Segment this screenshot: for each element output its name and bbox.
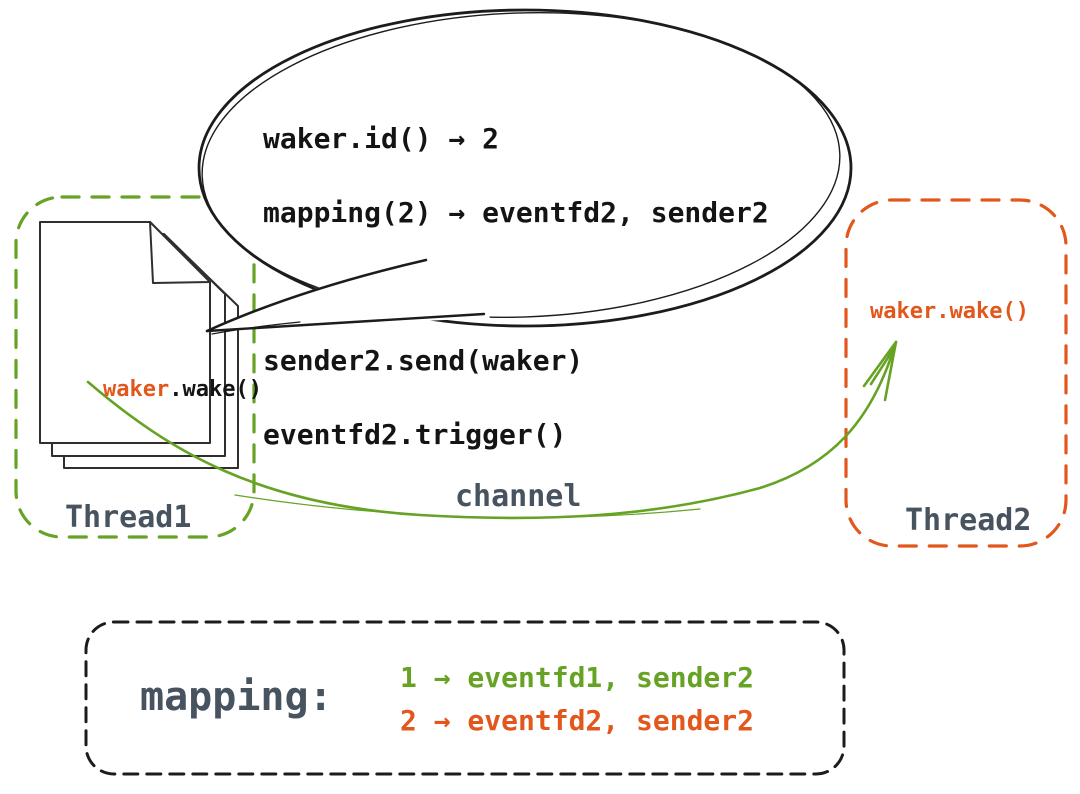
- bubble-code-block: waker.id() → 2 mapping(2) → eventfd2, se…: [263, 83, 769, 491]
- bubble-code-line-4: eventfd2.trigger(): [263, 418, 567, 451]
- channel-curve-sketch: [234, 494, 701, 519]
- mapping-entry-2: 2 → eventfd2, sender2: [400, 704, 755, 737]
- bubble-code-line-blank: [263, 269, 769, 305]
- thread1-code-wake: .wake(): [169, 377, 262, 402]
- document-stack: [39, 221, 239, 469]
- bubble-code-line-3: sender2.send(waker): [263, 344, 584, 377]
- thread2-label: Thread2: [905, 503, 1032, 538]
- document-fold-icon: [149, 221, 211, 284]
- channel-label: channel: [455, 479, 582, 514]
- thread2-box: [844, 198, 1068, 548]
- thread1-code-waker: waker: [102, 377, 170, 402]
- channel-arrow: [86, 340, 898, 520]
- speech-bubble-body: [197, 8, 853, 328]
- speech-bubble-tail-fill: [207, 258, 490, 331]
- speech-bubble-tail-top-line: [205, 258, 428, 333]
- speech-bubble-tail-tip-sketch: [211, 321, 301, 335]
- mapping-label: mapping:: [140, 674, 333, 720]
- bubble-code-line-1: waker.id() → 2: [263, 122, 500, 155]
- bubble-code-line-2: mapping(2) → eventfd2, sender2: [263, 196, 769, 229]
- thread1-code: waker.wake(): [50, 352, 262, 427]
- speech-bubble-sketch: [201, 11, 841, 319]
- channel-arrowhead-icon: [862, 340, 898, 402]
- mapping-entry-1: 1 → eventfd1, sender2: [400, 661, 755, 694]
- thread2-code: waker.wake(): [870, 299, 1029, 324]
- thread1-box: [14, 195, 256, 539]
- mapping-box: [84, 620, 846, 776]
- speech-bubble: [197, 8, 853, 335]
- thread1-label: Thread1: [65, 500, 192, 535]
